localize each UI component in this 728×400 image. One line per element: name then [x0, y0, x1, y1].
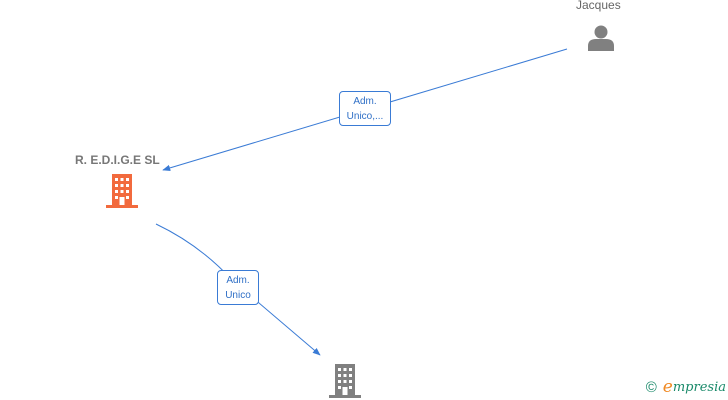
edge-label-person-main[interactable]: Adm. Unico,... — [339, 91, 391, 126]
person-icon[interactable] — [587, 23, 615, 51]
brand-logo: © e mpresia — [646, 377, 726, 397]
edge-label-line1: Adm. — [353, 96, 377, 107]
brand-name: mpresia — [672, 379, 726, 395]
building-icon[interactable] — [329, 364, 361, 398]
person-name-label: Jacques — [576, 0, 621, 12]
edge-label-line2: Unico — [225, 290, 251, 301]
company-main-label: R. E.D.I.G.E SL — [75, 153, 160, 167]
brand-e-letter: e — [662, 377, 673, 397]
copyright-icon: © — [645, 378, 657, 396]
edge-label-line1: Adm. — [226, 275, 250, 286]
edge-label-main-sub[interactable]: Adm. Unico — [217, 270, 259, 305]
building-icon[interactable] — [106, 174, 138, 208]
edge-label-line2: Unico,... — [346, 111, 384, 122]
